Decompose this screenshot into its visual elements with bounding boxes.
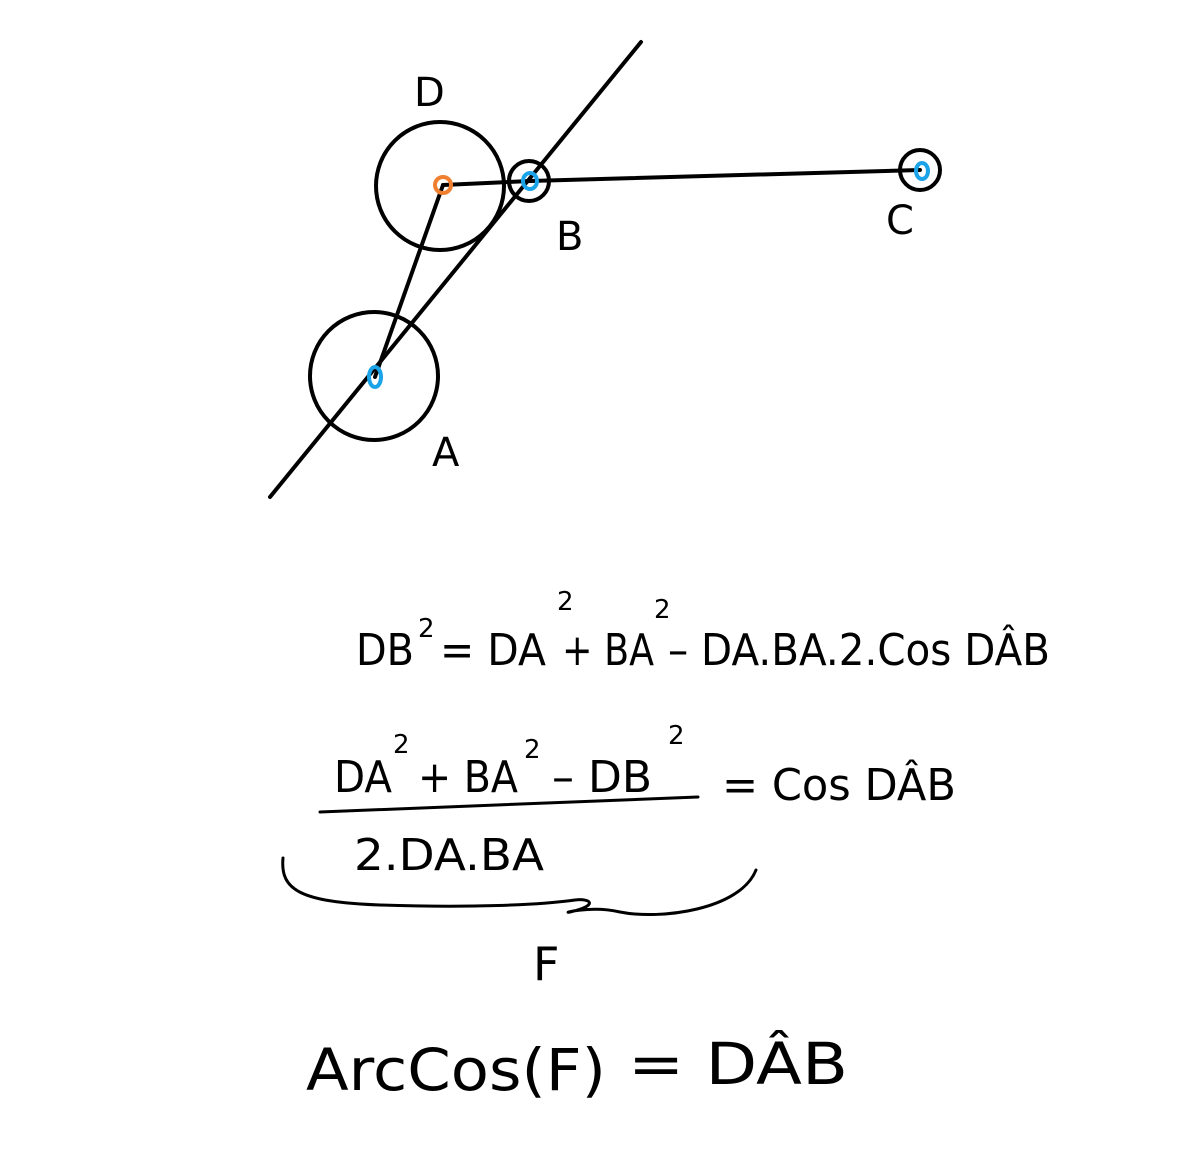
eq2-numerator-ba: + BA — [418, 752, 518, 803]
eq2-result: = Cos DÂB — [722, 758, 956, 811]
circle-b — [507, 159, 551, 203]
eq2-numerator-db: – DB — [552, 752, 652, 803]
eq2-numerator-exponent2: 2 — [524, 735, 541, 765]
eq2-numerator-da: DA — [334, 752, 392, 803]
point-d-marker — [433, 175, 453, 195]
brace-label-f: F — [533, 937, 559, 991]
circle-a — [308, 310, 440, 442]
circle-c — [898, 148, 942, 192]
label-b: B — [556, 214, 583, 260]
eq3-lhs: ArcCos(F) — [306, 1036, 606, 1104]
label-a: A — [432, 430, 460, 476]
equation-cos-fraction: DA 2 + BA 2 – DB 2 = Cos DÂB 2.DA.BA — [318, 721, 956, 881]
fraction-bar — [318, 795, 700, 814]
point-c-marker — [914, 161, 930, 181]
eq3-rhs: = DÂB — [628, 1029, 848, 1098]
eq1-rhs-exponent1: 2 — [557, 587, 574, 617]
segment-d-a — [373, 183, 445, 379]
point-labels: D B C A — [414, 70, 914, 476]
point-b-marker — [521, 171, 539, 191]
segment-d-b — [441, 179, 532, 187]
geometry — [268, 40, 942, 499]
eq2-numerator-exponent1: 2 — [393, 730, 410, 760]
circle-d — [374, 120, 506, 252]
segment-b-c — [528, 168, 922, 183]
eq1-rhs-exponent2: 2 — [654, 595, 671, 625]
eq2-denominator: 2.DA.BA — [354, 830, 544, 881]
eq1-rhs-part1: = DA — [440, 625, 546, 676]
equation-arccos: ArcCos(F) = DÂB — [306, 1029, 848, 1104]
label-c: C — [886, 198, 914, 244]
eq1-lhs-exponent: 2 — [418, 614, 435, 644]
equation-law-of-cosines: DB 2 = DA 2 + BA 2 – DA.BA.2.Cos DÂB — [356, 587, 1050, 676]
underbrace — [281, 856, 758, 917]
underbrace-group: F — [281, 856, 758, 991]
eq1-rhs-part3: – DA.BA.2.Cos DÂB — [668, 623, 1050, 676]
label-d: D — [414, 70, 445, 116]
eq2-numerator-exponent3: 2 — [668, 721, 685, 751]
eq1-rhs-part2: + BA — [562, 625, 654, 676]
point-a-marker — [367, 365, 383, 389]
eq1-lhs: DB — [356, 625, 414, 676]
line-through-a-and-b — [268, 40, 643, 499]
